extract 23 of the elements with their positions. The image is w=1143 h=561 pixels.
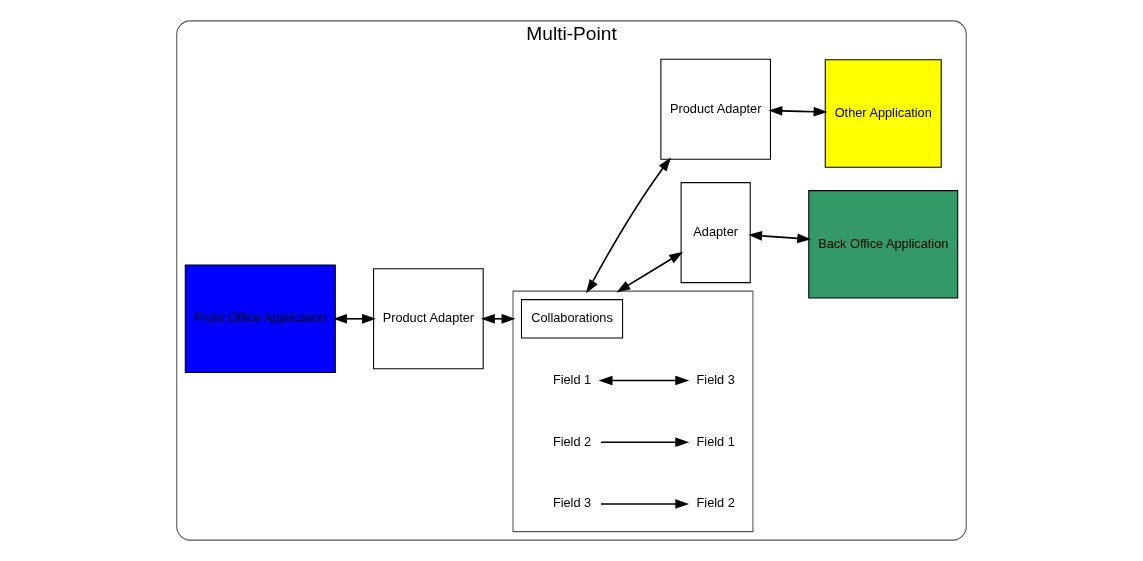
- arrow: [768, 106, 828, 117]
- node-text: Field 2: [552, 433, 592, 449]
- arrow: [616, 251, 684, 293]
- node-box: Product Adapter: [373, 268, 484, 370]
- node-box: Front Office Application: [184, 264, 336, 374]
- node-box: Collaborations: [520, 299, 624, 339]
- node-text: Field 3: [696, 371, 735, 387]
- node-box: Product Adapter: [660, 58, 771, 160]
- node-text: Field 3: [552, 495, 592, 511]
- node-text: Field 2: [696, 495, 735, 511]
- node-box: Adapter: [680, 182, 751, 284]
- arrow: [333, 313, 376, 324]
- arrow: [586, 157, 672, 294]
- arrow: [600, 499, 690, 509]
- arrow: [480, 313, 516, 324]
- node-text: Field 1: [696, 433, 735, 449]
- node-box: Other Application: [824, 59, 942, 168]
- cluster: [512, 290, 754, 533]
- arrow: [598, 375, 690, 386]
- arrow: [748, 231, 812, 244]
- node-text: Field 1: [552, 371, 592, 387]
- node-box: Back Office Application: [808, 190, 959, 299]
- arrow: [600, 437, 690, 448]
